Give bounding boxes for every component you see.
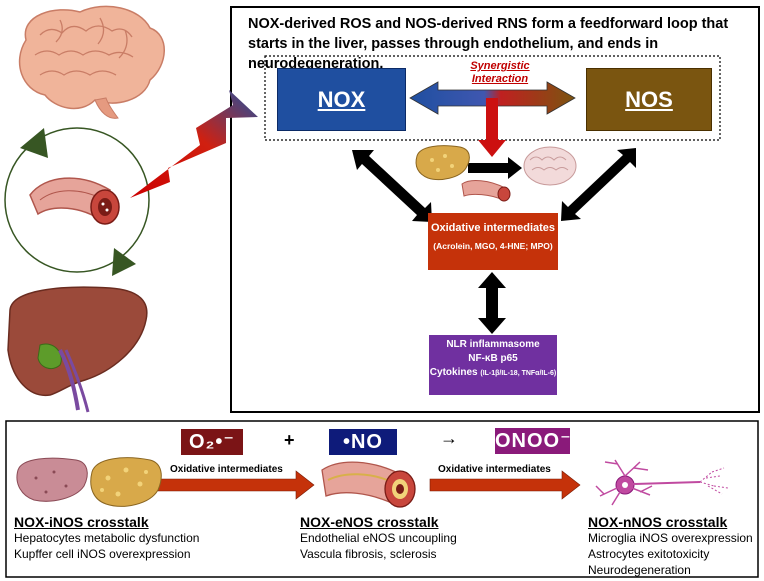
nos-to-oxidative-arrow	[561, 148, 636, 221]
neuron-icon	[595, 459, 729, 506]
nlr-cytokines: Cytokines	[429, 367, 478, 378]
bottom-arrow-2	[429, 470, 581, 500]
superoxide-box: O₂•⁻	[181, 429, 243, 455]
crosstalk-line: Microglia iNOS overexpression	[588, 531, 753, 545]
nlr-line1: NLR inflammasome	[446, 339, 540, 350]
crosstalk-line: Endothelial eNOS uncoupling	[300, 531, 457, 545]
lightning-bolt-arrow	[130, 90, 258, 198]
loop-cycle	[4, 127, 150, 276]
crosstalk-line: Vascula fibrosis, sclerosis	[300, 547, 437, 561]
crosstalk-line: Neurodegeneration	[588, 563, 691, 577]
blood-vessel-illustration	[29, 177, 120, 225]
brain-illustration	[18, 5, 165, 119]
oxidative-intermediates-box: Oxidative intermediates (Acrolein, MGO, …	[428, 213, 558, 270]
synergy-line2: Interaction	[471, 73, 529, 85]
oxidative-label-2: Oxidative intermediates	[438, 464, 551, 475]
oxidative-title: Oxidative intermediates	[430, 222, 556, 234]
nox-to-oxidative-arrow	[352, 150, 432, 222]
vertical-double-arrow	[478, 272, 506, 334]
crosstalk-line: Kupffer cell iNOS overexpression	[14, 547, 191, 561]
crosstalk-nox-inos: NOX-iNOS crosstalk Hepatocytes metabolic…	[14, 514, 244, 562]
crosstalk-line: Astrocytes exitotoxicity	[588, 547, 710, 561]
nos-box: NOS	[586, 68, 712, 131]
bottom-vessel-icon	[321, 461, 416, 508]
crosstalk-nox-nnos: NOX-nNOS crosstalk Microglia iNOS overex…	[588, 514, 760, 578]
crosstalk-nox-enos: NOX-eNOS crosstalk Endothelial eNOS unco…	[300, 514, 520, 562]
small-liver-icon	[415, 145, 470, 181]
nlr-cytokines-detail: (IL-1β/IL-18, TNFα/IL-6)	[480, 370, 557, 377]
peroxynitrite-box: ONOO⁻	[495, 428, 572, 454]
plus-sign: +	[284, 430, 295, 450]
synergy-line1: Synergistic	[470, 60, 530, 72]
oxidative-label-1: Oxidative intermediates	[170, 464, 283, 475]
oxidative-subtitle: (Acrolein, MGO, 4-HNE; MPO)	[433, 241, 553, 251]
small-brain-icon	[523, 146, 577, 186]
nlr-line3: Cytokines (IL-1β/IL-18, TNFα/IL-6)	[429, 366, 557, 381]
small-vessel-icon	[461, 180, 511, 202]
bottom-panel-border	[5, 420, 759, 578]
dotted-box	[264, 55, 721, 141]
nox-box: NOX	[277, 68, 406, 131]
synergy-label: Synergistic Interaction	[440, 60, 560, 86]
bottom-arrow-1	[157, 470, 315, 500]
damaged-liver-icon	[16, 457, 88, 502]
red-down-arrow	[478, 98, 506, 157]
loop-arrowhead-top	[20, 128, 48, 158]
crosstalk-title: NOX-iNOS crosstalk	[14, 514, 149, 530]
liver-illustration	[7, 286, 148, 413]
fatty-liver-icon	[90, 457, 162, 507]
nlr-inflammasome-box: NLR inflammasome NF-κB p65 Cytokines (IL…	[429, 335, 557, 395]
nlr-line2: NF-κB p65	[468, 353, 518, 364]
crosstalk-line: Hepatocytes metabolic dysfunction	[14, 531, 200, 545]
top-panel-border	[230, 6, 760, 413]
crosstalk-title: NOX-nNOS crosstalk	[588, 514, 728, 530]
liver-to-brain-arrow	[468, 157, 522, 179]
nitric-oxide-box: •NO	[329, 429, 397, 455]
crosstalk-title: NOX-eNOS crosstalk	[300, 514, 439, 530]
reaction-arrow: →	[440, 428, 458, 448]
loop-arrowhead-bottom	[112, 248, 136, 276]
